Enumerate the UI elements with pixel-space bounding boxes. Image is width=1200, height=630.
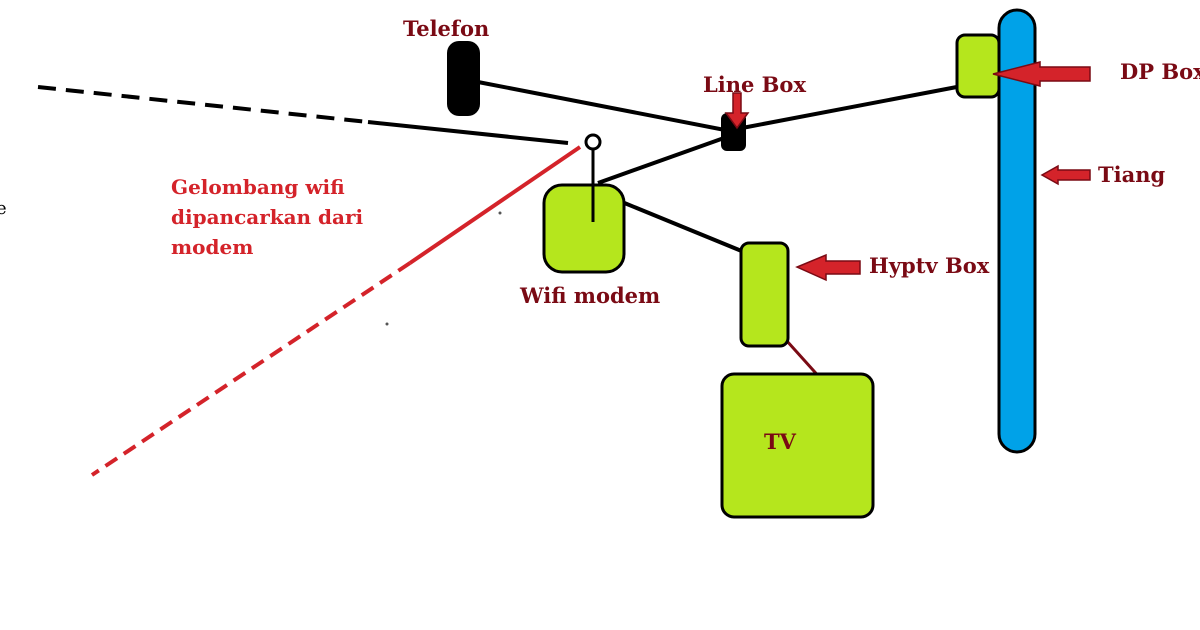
wifi-wave-label-line2: dipancarkan dari bbox=[171, 205, 364, 229]
wifi-wave-label-line3: modem bbox=[171, 235, 254, 259]
wifi-wave-dashed bbox=[90, 261, 412, 477]
hyptv-box-arrow-icon bbox=[795, 253, 861, 282]
line-linebox-to-dpbox bbox=[741, 84, 963, 130]
hyptv-box-icon bbox=[739, 241, 790, 348]
wifi-modem-icon bbox=[542, 183, 626, 274]
incoming-cable-dashed bbox=[37, 85, 369, 124]
stray-dot bbox=[498, 211, 502, 215]
tiang-pole-icon bbox=[997, 8, 1037, 454]
tiang-label: Tiang bbox=[1098, 162, 1166, 187]
dp-box-icon bbox=[955, 33, 1001, 99]
hyptv-box-label: Hyptv Box bbox=[869, 253, 990, 278]
telefon-label: Telefon bbox=[403, 16, 490, 41]
wifi-wave-solid bbox=[408, 145, 582, 265]
tv-icon bbox=[720, 372, 875, 519]
antenna-tip-icon bbox=[584, 133, 602, 151]
tv-label: TV bbox=[764, 429, 796, 454]
wifi-modem-label: Wifi modem bbox=[520, 283, 661, 308]
line-modem-to-linebox bbox=[597, 136, 725, 185]
tiang-arrow-icon bbox=[1040, 164, 1091, 186]
left-fragment-text: e bbox=[0, 198, 7, 219]
line-modem-to-hyptv bbox=[621, 200, 745, 254]
line-box-arrow-icon bbox=[724, 92, 750, 130]
line-box-label: Line Box bbox=[703, 72, 806, 97]
dp-box-arrow-icon bbox=[992, 61, 1091, 87]
line-telefon-to-linebox bbox=[477, 80, 726, 132]
telefon-icon bbox=[447, 41, 480, 116]
dp-box-label: DP Box bbox=[1120, 59, 1200, 84]
wifi-wave-label-line1: Gelombang wifi bbox=[171, 175, 345, 199]
stray-dot bbox=[385, 322, 389, 326]
incoming-cable-solid bbox=[367, 120, 569, 145]
